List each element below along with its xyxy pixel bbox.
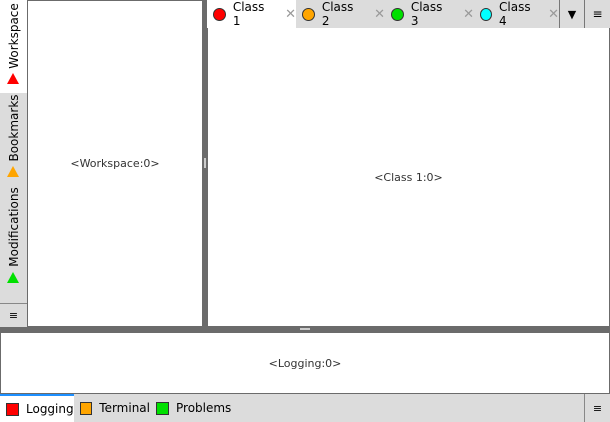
triangle-icon xyxy=(7,73,19,84)
square-icon xyxy=(6,402,19,416)
tab-label: Class 1 xyxy=(232,0,265,28)
tab-dropdown-button[interactable]: ▼ xyxy=(559,0,585,28)
editor-panel: <Class 1:0> xyxy=(208,28,609,326)
close-icon[interactable]: ✕ xyxy=(463,6,474,22)
tab-label: Workspace xyxy=(6,3,21,69)
bottom-tab-problems[interactable]: Problems xyxy=(150,394,240,422)
square-icon xyxy=(80,401,93,415)
bottom-menu-button[interactable]: ≡ xyxy=(584,394,610,422)
sidebar-tab-modifications[interactable]: Modifications xyxy=(0,187,27,302)
close-icon[interactable]: ✕ xyxy=(548,6,559,22)
menu-icon: ≡ xyxy=(592,7,603,21)
menu-icon: ≡ xyxy=(8,309,19,322)
tab-label: Terminal xyxy=(99,401,150,415)
square-icon xyxy=(156,401,169,415)
tab-class-4[interactable]: Class 4 ✕ xyxy=(474,0,559,28)
editor-placeholder: <Class 1:0> xyxy=(374,170,443,184)
workspace-placeholder: <Workspace:0> xyxy=(70,157,160,170)
logging-placeholder: <Logging:0> xyxy=(268,356,342,370)
circle-icon xyxy=(213,7,226,21)
circle-icon xyxy=(391,7,404,21)
tab-label: Bookmarks xyxy=(6,94,21,162)
menu-icon: ≡ xyxy=(592,401,603,415)
vertical-splitter-handle[interactable] xyxy=(204,158,206,168)
chevron-down-icon: ▼ xyxy=(567,7,577,21)
logging-panel: <Logging:0> xyxy=(1,333,609,393)
bottom-tab-bar xyxy=(0,394,610,422)
tab-class-3[interactable]: Class 3 ✕ xyxy=(385,0,474,28)
tab-label: Logging xyxy=(26,402,74,416)
tab-label: Class 2 xyxy=(321,0,354,28)
circle-icon xyxy=(480,7,492,21)
close-icon[interactable]: ✕ xyxy=(285,6,296,22)
tab-label: Class 4 xyxy=(499,0,531,28)
sidebar-tab-workspace[interactable]: Workspace xyxy=(0,0,27,93)
bottom-tab-logging[interactable]: Logging xyxy=(0,394,74,422)
tab-class-1[interactable]: Class 1 ✕ xyxy=(207,0,296,28)
bottom-tab-terminal[interactable]: Terminal xyxy=(74,394,150,422)
editor-tab-bar: Class 1 ✕ Class 2 ✕ Class 3 ✕ Class 4 ✕ ▼ ≡ xyxy=(207,0,610,28)
tab-label: Class 3 xyxy=(410,0,443,28)
tab-class-2[interactable]: Class 2 ✕ xyxy=(296,0,385,28)
triangle-icon xyxy=(7,272,19,283)
circle-icon xyxy=(302,7,315,21)
tab-label: Modifications xyxy=(6,187,21,267)
close-icon[interactable]: ✕ xyxy=(374,6,385,22)
horizontal-splitter-handle[interactable] xyxy=(300,328,310,330)
tab-label: Problems xyxy=(176,401,232,415)
sidebar-menu-button[interactable]: ≡ xyxy=(0,303,27,327)
workspace-panel: <Workspace:0> xyxy=(28,1,202,326)
sidebar-tab-bookmarks[interactable]: Bookmarks xyxy=(0,93,27,188)
tab-menu-button[interactable]: ≡ xyxy=(585,0,610,28)
left-sidebar: Workspace Bookmarks Modifications ≡ xyxy=(0,0,27,327)
triangle-icon xyxy=(7,166,19,177)
